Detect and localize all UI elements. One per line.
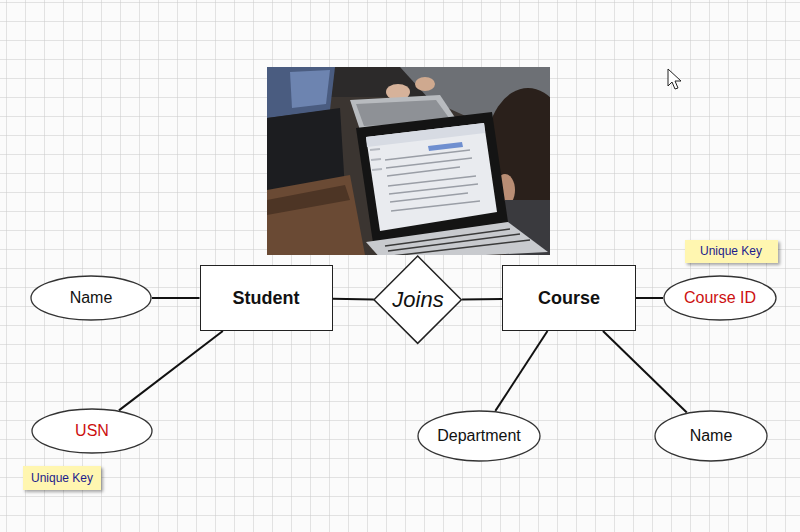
node-text: Unique Key	[31, 471, 93, 485]
key-attribute-ellipse: USN	[31, 408, 153, 454]
sticky-note: Unique Key	[23, 466, 101, 490]
node-text: Department	[437, 427, 521, 445]
ellipse-outline	[418, 411, 540, 461]
photo-illustration	[267, 67, 550, 255]
node-text: Name	[70, 289, 113, 307]
attribute-ellipse: Name	[654, 410, 768, 462]
node-label: Joins	[392, 287, 443, 313]
node-text: Name	[690, 427, 733, 445]
attribute-ellipse: Name	[30, 275, 152, 321]
node-label: Name	[70, 289, 113, 307]
node-label: Department	[437, 427, 521, 445]
connector-line	[462, 298, 502, 301]
entity-box: Course	[502, 265, 636, 331]
ellipse-outline	[655, 411, 767, 461]
connector-line	[152, 297, 200, 299]
node-text: Course ID	[684, 289, 756, 307]
ellipse-outline	[664, 276, 776, 320]
connector-line	[495, 331, 547, 411]
node-text: Student	[233, 288, 300, 309]
diamond-outline	[374, 256, 461, 343]
node-label: Unique Key	[700, 244, 762, 258]
node-label: USN	[75, 422, 109, 440]
entity-box: Student	[200, 265, 333, 331]
relationship-diamond: Joins	[373, 255, 462, 344]
ellipse-outline	[31, 276, 151, 320]
connector-line	[603, 331, 687, 412]
node-label: Student	[233, 288, 300, 309]
node-label: Unique Key	[31, 471, 93, 485]
node-text: Course	[538, 288, 600, 309]
node-text: USN	[75, 422, 109, 440]
mouse-cursor	[668, 69, 681, 89]
node-label: Course	[538, 288, 600, 309]
node-label: Course ID	[684, 289, 756, 307]
attribute-ellipse: Department	[417, 410, 541, 462]
sticky-note: Unique Key	[685, 240, 778, 263]
connector-line	[119, 331, 223, 410]
node-text: Unique Key	[700, 244, 762, 258]
connector-line	[333, 298, 374, 301]
node-label: Name	[690, 427, 733, 445]
node-text: Joins	[392, 287, 443, 313]
connector-line	[636, 297, 663, 299]
key-attribute-ellipse: Course ID	[663, 275, 777, 321]
ellipse-outline	[32, 409, 152, 453]
